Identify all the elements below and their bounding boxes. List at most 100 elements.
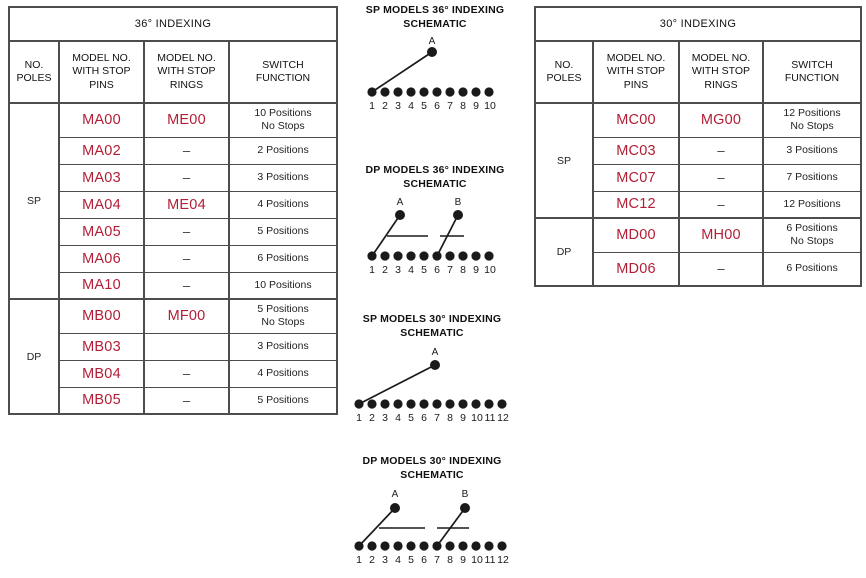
cell-stop-rings: – [143,271,230,300]
header-line-1: MODEL NO. [72,52,131,65]
schematic-title-line-1: SP MODELS 30° INDEXING [362,313,502,325]
cell-stop-rings: – [678,136,764,165]
cell-stop-pins: MD06 [592,251,680,287]
cell-switch-function: 10 Positions [227,271,338,300]
pole-pivot-b [460,503,470,514]
cell-stop-rings: – [143,386,230,415]
svg-text:1: 1 [369,264,375,276]
schematic-title-line-2: SCHEMATIC [403,177,467,190]
column-header-stop-rings: MODEL NO. WITH STOP RINGS [678,40,764,104]
terminal-dots [367,87,494,97]
cell-stop-rings: MF00 [143,298,230,334]
cell-stop-rings: – [143,136,230,165]
header-line-3: RINGS [704,78,738,91]
svg-text:9: 9 [460,412,466,424]
svg-text:12: 12 [497,554,509,566]
cell-switch-function: 6 Positions [761,251,862,287]
svg-text:7: 7 [447,100,453,112]
function-line-1: 5 Positions [257,302,309,315]
table-row: MD06 – 6 Positions [535,251,862,287]
svg-text:6: 6 [434,264,440,276]
cell-switch-function: 7 Positions [761,163,862,192]
cell-switch-function: 12 Positions No Stops [761,102,862,138]
schematic-title: DP MODELS 30° INDEXING SCHEMATIC [337,455,527,482]
schematic-title: DP MODELS 36° INDEXING SCHEMATIC [340,164,530,191]
pole-label-b: B [462,489,469,500]
pole-label-a: A [432,347,439,358]
svg-text:9: 9 [473,264,479,276]
svg-text:8: 8 [447,554,453,566]
cell-stop-pins: MC03 [592,136,680,165]
poles-group-dp: DP [8,298,60,415]
header-line-1: MODEL NO. [157,52,216,65]
svg-text:10: 10 [471,554,483,566]
header-line-2: WITH STOP [157,65,216,78]
svg-text:3: 3 [395,264,401,276]
function-line-2: No Stops [261,120,305,133]
cell-stop-rings: – [143,359,230,388]
column-header-no-poles: NO. POLES [534,40,594,104]
cell-stop-rings: ME00 [143,102,230,138]
cell-switch-function: 12 Positions [761,190,862,219]
terminal-dots [354,399,507,409]
table-row: MA04 ME04 4 Positions [9,190,338,219]
svg-text:5: 5 [408,554,414,566]
svg-text:10: 10 [471,412,483,424]
cell-stop-pins: MB04 [58,359,145,388]
svg-text:11: 11 [485,554,496,566]
svg-text:10: 10 [484,100,496,112]
cell-stop-rings: MH00 [678,217,764,253]
header-line-1: SWITCH [262,58,304,71]
pole-label-a: A [397,197,404,208]
svg-text:7: 7 [434,554,440,566]
terminal-dots [367,251,494,261]
function-line-1: 12 Positions [783,106,841,119]
cell-stop-pins: MC07 [592,163,680,192]
wiper-arm-a [371,214,401,257]
table-row: MB04 – 4 Positions [9,359,338,388]
terminal-dots [354,541,507,551]
cell-stop-pins: MC00 [592,102,680,138]
column-header-switch-function: SWITCH FUNCTION [761,40,862,104]
cell-switch-function: 6 Positions [227,244,338,273]
svg-text:8: 8 [460,100,466,112]
table-row: MB03 3 Positions [9,332,338,361]
svg-text:6: 6 [421,412,427,424]
pole-label-a: A [392,489,399,500]
wiper-arm-a [358,364,436,406]
cell-switch-function: 3 Positions [227,332,338,361]
table-row: DP MD00 MH00 6 Positions No Stops [534,217,862,287]
cell-switch-function: 5 Positions [227,217,338,246]
header-line-2: POLES [546,72,582,84]
svg-text:3: 3 [395,100,401,112]
column-header-switch-function: SWITCH FUNCTION [227,40,338,104]
svg-text:2: 2 [382,100,388,112]
svg-text:4: 4 [408,100,414,112]
table-row: DP MB00 MF00 5 Positions No Stops [8,298,338,415]
svg-text:5: 5 [421,100,427,112]
pole-pivot-a [427,47,437,58]
header-line-3: PINS [623,78,649,91]
column-header-stop-pins: MODEL NO. WITH STOP PINS [58,40,145,104]
cell-stop-pins: MC12 [592,190,680,219]
cell-stop-pins: MB00 [58,298,145,334]
svg-text:2: 2 [369,554,375,566]
cell-stop-rings: – [678,190,764,219]
cell-stop-pins: MB05 [58,386,145,415]
function-line-1: 6 Positions [786,221,838,234]
table-row: MA03 – 3 Positions [9,163,338,192]
header-line-2: FUNCTION [784,72,840,84]
poles-group-dp: DP [534,217,594,287]
poles-group-sp: SP [8,102,60,300]
pole-pivot-a [395,210,405,221]
pole-label-a: A [429,36,436,47]
cell-stop-rings: MG00 [678,102,764,138]
